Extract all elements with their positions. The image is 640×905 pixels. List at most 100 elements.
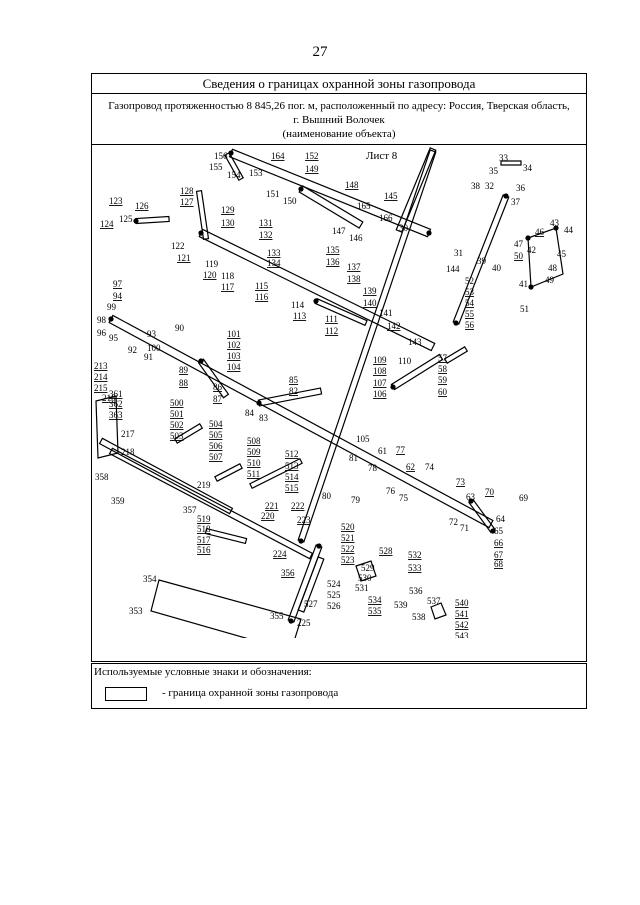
point-label-535: 535 bbox=[368, 606, 382, 616]
protection-zone-boundary bbox=[135, 215, 170, 225]
point-label-42: 42 bbox=[527, 245, 536, 255]
point-label-116: 116 bbox=[255, 292, 269, 302]
point-label-68: 68 bbox=[494, 559, 504, 569]
point-label-358: 358 bbox=[95, 472, 109, 482]
point-label-136: 136 bbox=[326, 257, 340, 267]
point-label-135: 135 bbox=[326, 245, 340, 255]
point-label-356: 356 bbox=[281, 568, 295, 578]
point-label-523: 523 bbox=[341, 555, 355, 565]
point-label-502: 502 bbox=[170, 420, 184, 430]
point-label-528: 528 bbox=[379, 546, 393, 556]
point-label-118: 118 bbox=[221, 271, 235, 281]
point-label-45: 45 bbox=[557, 249, 567, 259]
point-label-359: 359 bbox=[111, 496, 125, 506]
protection-zone-boundary bbox=[108, 447, 314, 560]
object-description: Газопровод протяженностью 8 845,26 пог. … bbox=[96, 99, 582, 141]
point-label-520: 520 bbox=[341, 522, 355, 532]
point-label-505: 505 bbox=[209, 430, 223, 440]
point-label-76: 76 bbox=[386, 486, 396, 496]
point-label-99: 99 bbox=[107, 302, 117, 312]
point-label-145: 145 bbox=[384, 191, 398, 201]
point-label-530: 530 bbox=[358, 573, 372, 583]
point-label-508: 508 bbox=[247, 436, 261, 446]
point-label-518: 518 bbox=[197, 524, 211, 534]
point-label-121: 121 bbox=[177, 253, 191, 263]
point-label-60: 60 bbox=[438, 387, 448, 397]
point-label-148: 148 bbox=[345, 180, 359, 190]
vertex-point bbox=[453, 320, 459, 326]
vertex-point bbox=[468, 498, 474, 504]
point-label-34: 34 bbox=[523, 163, 533, 173]
point-label-74: 74 bbox=[425, 462, 435, 472]
point-label-31: 31 bbox=[454, 248, 463, 258]
vertex-point bbox=[198, 358, 204, 364]
point-label-50: 50 bbox=[514, 251, 524, 261]
point-label-87: 87 bbox=[213, 394, 223, 404]
point-label-89: 89 bbox=[179, 365, 189, 375]
point-label-213: 213 bbox=[94, 361, 108, 371]
point-label-224: 224 bbox=[273, 549, 287, 559]
point-label-524: 524 bbox=[327, 579, 341, 589]
point-label-125: 125 bbox=[119, 214, 133, 224]
point-label-164: 164 bbox=[271, 151, 285, 161]
point-label-128: 128 bbox=[180, 186, 194, 196]
vertex-point bbox=[525, 235, 531, 241]
point-label-507: 507 bbox=[209, 452, 223, 462]
point-label-69: 69 bbox=[519, 493, 529, 503]
point-label-501: 501 bbox=[170, 409, 184, 419]
point-label-500: 500 bbox=[170, 398, 184, 408]
protection-zone-boundary bbox=[98, 437, 234, 515]
vertex-point bbox=[316, 543, 322, 549]
point-label-216: 216 bbox=[102, 393, 116, 403]
point-label-534: 534 bbox=[368, 595, 382, 605]
point-label-149: 149 bbox=[305, 164, 319, 174]
point-label-77: 77 bbox=[396, 445, 406, 455]
vertex-point bbox=[390, 384, 396, 390]
legend: Используемые условные знаки и обозначени… bbox=[91, 663, 587, 709]
point-label-526: 526 bbox=[327, 601, 341, 611]
point-label-531: 531 bbox=[355, 583, 369, 593]
point-label-214: 214 bbox=[94, 372, 108, 382]
description-line-1: Газопровод протяженностью 8 845,26 пог. … bbox=[108, 100, 570, 112]
point-label-39: 39 bbox=[477, 256, 487, 266]
point-label-115: 115 bbox=[255, 281, 269, 291]
point-label-357: 357 bbox=[183, 505, 197, 515]
point-label-86: 86 bbox=[213, 382, 223, 392]
point-label-155: 155 bbox=[209, 162, 223, 172]
point-label-75: 75 bbox=[399, 493, 409, 503]
point-label-140: 140 bbox=[363, 298, 377, 308]
point-label-101: 101 bbox=[227, 329, 241, 339]
point-label-144: 144 bbox=[446, 264, 460, 274]
vertex-point bbox=[298, 538, 304, 544]
point-label-79: 79 bbox=[351, 495, 361, 505]
point-label-65: 65 bbox=[494, 526, 504, 536]
point-label-103: 103 bbox=[227, 351, 241, 361]
point-label-516: 516 bbox=[197, 545, 211, 555]
legend-boundary-symbol bbox=[105, 687, 147, 701]
point-label-141: 141 bbox=[379, 308, 393, 318]
point-label-43: 43 bbox=[550, 218, 560, 228]
point-label-218: 218 bbox=[121, 447, 135, 457]
point-label-48: 48 bbox=[548, 263, 558, 273]
point-label-527: 527 bbox=[304, 599, 318, 609]
protection-zone-boundary bbox=[314, 297, 368, 327]
vertex-point bbox=[108, 316, 114, 322]
point-label-71: 71 bbox=[460, 523, 469, 533]
legend-title: Используемые условные знаки и обозначени… bbox=[94, 666, 312, 678]
protection-zone-boundary bbox=[249, 457, 303, 490]
point-label-511: 511 bbox=[247, 469, 260, 479]
point-label-38: 38 bbox=[471, 181, 481, 191]
point-label-36: 36 bbox=[516, 183, 526, 193]
point-label-156: 156 bbox=[214, 151, 228, 161]
point-label-353: 353 bbox=[129, 606, 143, 616]
protection-zone-boundary bbox=[195, 189, 210, 241]
map-frame: Сведения о границах охранной зоны газопр… bbox=[91, 73, 587, 662]
point-label-106: 106 bbox=[373, 389, 387, 399]
point-label-153: 153 bbox=[249, 168, 263, 178]
point-label-58: 58 bbox=[438, 364, 448, 374]
point-label-536: 536 bbox=[409, 586, 423, 596]
point-label-67: 67 bbox=[494, 550, 504, 560]
point-label-363: 363 bbox=[109, 410, 123, 420]
point-label-52: 52 bbox=[465, 276, 474, 286]
description-line-2: г. Вышний Волочек bbox=[293, 114, 385, 126]
